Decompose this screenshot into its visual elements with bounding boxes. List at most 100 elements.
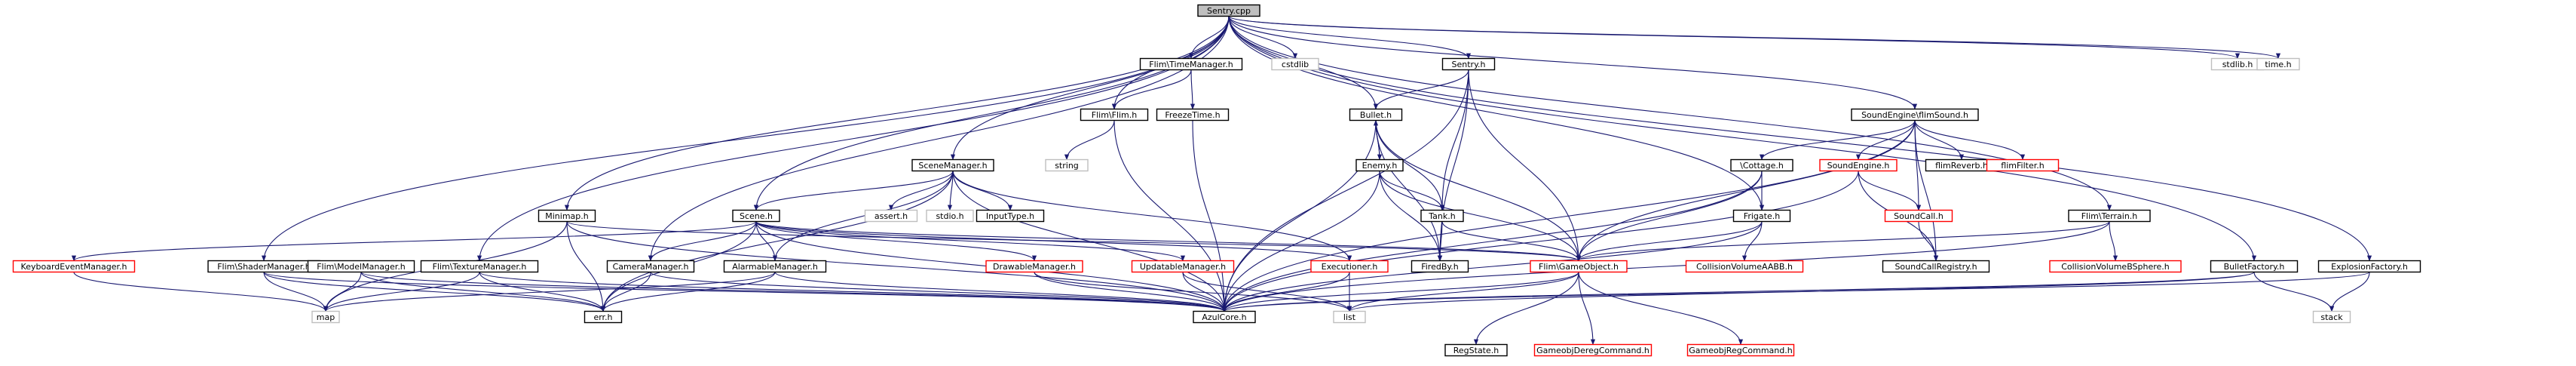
- node-box: [1986, 158, 2060, 172]
- node-explosionfactory[interactable]: ExplosionFactory.h: [2317, 260, 2421, 273]
- node-frigate[interactable]: Frigate.h: [1732, 209, 1791, 223]
- node-label: KeyboardEventManager.h: [21, 262, 127, 272]
- node-flimfilter[interactable]: flimFilter.h: [1986, 158, 2060, 172]
- edge-tank-h-to-firedby: [1437, 221, 1443, 262]
- node-label: assert.h: [874, 211, 908, 221]
- node-box: [1441, 57, 1496, 71]
- node-box: [584, 310, 623, 324]
- node-label: CollisionVolumeBSphere.h: [2061, 262, 2170, 272]
- node-box: [1533, 343, 1652, 357]
- node-soundengine-h[interactable]: SoundEngine.h: [1819, 158, 1898, 172]
- node-scene-h[interactable]: Scene.h: [732, 209, 780, 223]
- edge-sentry-cpp-to-cstdlib: [1228, 16, 1298, 60]
- node-gameobjregcommand[interactable]: GameobjRegCommand.h: [1686, 343, 1795, 357]
- edge-soundengine-flimsound-to-cottage: [1759, 120, 1916, 161]
- node-box: [1156, 108, 1230, 121]
- node-box: [2312, 310, 2351, 324]
- node-box: [606, 260, 695, 273]
- node-keyboardeventmanager[interactable]: KeyboardEventManager.h: [12, 260, 136, 273]
- edge-cameramanager-to-azulcore: [650, 272, 1227, 312]
- node-executioner[interactable]: Executioner.h: [1310, 260, 1389, 273]
- node-collisionvolumeaabb[interactable]: CollisionVolumeAABB.h: [1685, 260, 1804, 273]
- node-cameramanager[interactable]: CameraManager.h: [606, 260, 695, 273]
- edge-sentry-cpp-to-explosionfactory: [1228, 16, 2372, 262]
- edge-scene-h-to-flim-gameobject: [755, 221, 1581, 262]
- node-box: [1310, 260, 1389, 273]
- node-soundcallregistry[interactable]: SoundCallRegistry.h: [1882, 260, 1990, 273]
- edge-bulletfactory-to-azulcore: [1222, 272, 2255, 312]
- edge-enemy-h-to-firedby: [1379, 171, 1443, 262]
- node-stdlib-h[interactable]: stdlib.h: [2210, 57, 2265, 71]
- edge-scene-h-to-alarmablemanager: [755, 221, 778, 262]
- node-flim-modelmanager[interactable]: Flim\ModelManager.h: [307, 260, 415, 273]
- node-flim-timemanager[interactable]: Flim\TimeManager.h: [1139, 57, 1243, 71]
- edge-soundcall-to-soundcallregistry: [1918, 221, 1939, 262]
- edge-scenemanager-to-alarmablemanager: [772, 171, 954, 262]
- node-firedby[interactable]: FiredBy.h: [1411, 260, 1469, 273]
- edge-scene-h-to-keyboardeventmanager: [72, 221, 757, 262]
- node-label: Tank.h: [1428, 211, 1455, 221]
- node-scenemanager[interactable]: SceneManager.h: [911, 158, 994, 172]
- node-drawablemanager[interactable]: DrawableManager.h: [985, 260, 1083, 273]
- edge-soundengine-h-to-azulcore: [1221, 171, 1859, 312]
- node-azulcore[interactable]: AzulCore.h: [1193, 310, 1256, 324]
- edge-soundengine-flimsound-to-flimfilter: [1914, 120, 2026, 161]
- node-flim-terrain[interactable]: Flim\Terrain.h: [2068, 209, 2151, 223]
- node-regstate[interactable]: RegState.h: [1444, 343, 1508, 357]
- edge-scene-h-to-updatablemanager: [755, 221, 1185, 262]
- node-stdio-h[interactable]: stdio.h: [926, 209, 974, 223]
- edge-updatablemanager-to-list: [1182, 272, 1352, 312]
- node-box: [1530, 260, 1628, 273]
- node-label: Flim\TextureManager.h: [433, 262, 527, 272]
- node-flim-shadermanager[interactable]: Flim\ShaderManager.h: [207, 260, 320, 273]
- node-box: [732, 209, 780, 223]
- node-sentry-cpp[interactable]: Sentry.cpp: [1197, 4, 1260, 17]
- node-gameobjderegcommand[interactable]: GameobjDeregCommand.h: [1533, 343, 1652, 357]
- node-list[interactable]: list: [1333, 310, 1366, 324]
- node-freezetime[interactable]: FreezeTime.h: [1156, 108, 1230, 121]
- node-stack[interactable]: stack: [2312, 310, 2351, 324]
- node-updatablemanager[interactable]: UpdatableManager.h: [1131, 260, 1235, 273]
- edge-frigate-to-azulcore: [1222, 221, 1763, 312]
- edge-flim-texturemanager-to-azulcore: [479, 272, 1227, 312]
- node-cottage[interactable]: \Cottage.h: [1730, 158, 1793, 172]
- node-alarmablemanager[interactable]: AlarmableManager.h: [723, 260, 827, 273]
- edge-flim-shadermanager-to-azulcore: [263, 272, 1227, 312]
- node-box: [2210, 260, 2299, 273]
- node-tank-h[interactable]: Tank.h: [1420, 209, 1464, 223]
- node-assert-h[interactable]: assert.h: [864, 209, 918, 223]
- edge-scenemanager-to-err-h: [600, 171, 954, 312]
- edge-alarmablemanager-to-err-h: [600, 272, 776, 312]
- node-bulletfactory[interactable]: BulletFactory.h: [2210, 260, 2299, 273]
- edge-alarmablemanager-to-map: [323, 272, 776, 312]
- edge-scene-h-to-executioner: [755, 221, 1352, 262]
- node-flim-flim[interactable]: Flim\Flim.h: [1080, 108, 1149, 121]
- edge-sentry-h-to-azulcore: [1221, 69, 1469, 312]
- edge-soundengine-flimsound-to-azulcore: [1221, 120, 1916, 312]
- node-enemy-h[interactable]: Enemy.h: [1355, 158, 1404, 172]
- node-box: [1411, 260, 1469, 273]
- node-box: [911, 158, 994, 172]
- node-soundengine-flimsound[interactable]: SoundEngine\flimSound.h: [1851, 108, 1979, 121]
- node-string[interactable]: string: [1045, 158, 1089, 172]
- edge-sentry-h-to-bullet-h: [1373, 69, 1469, 110]
- node-map[interactable]: map: [311, 310, 340, 324]
- node-bullet-h[interactable]: Bullet.h: [1349, 108, 1403, 121]
- node-box: [1045, 158, 1089, 172]
- edge-scenemanager-to-executioner: [952, 171, 1352, 262]
- node-flim-texturemanager[interactable]: Flim\TextureManager.h: [420, 260, 539, 273]
- node-sentry-h[interactable]: Sentry.h: [1441, 57, 1496, 71]
- node-inputtype[interactable]: InputType.h: [976, 209, 1045, 223]
- node-label: Flim\ShaderManager.h: [217, 262, 311, 272]
- node-collisionvolumebsphere[interactable]: CollisionVolumeBSphere.h: [2049, 260, 2182, 273]
- node-box: [864, 209, 918, 223]
- node-cstdlib[interactable]: cstdlib: [1271, 57, 1319, 71]
- node-soundcall[interactable]: SoundCall.h: [1884, 209, 1953, 223]
- node-box: [1333, 310, 1366, 324]
- node-minimap[interactable]: Minimap.h: [538, 209, 596, 223]
- node-time-h[interactable]: time.h: [2256, 57, 2300, 71]
- node-flim-gameobject[interactable]: Flim\GameObject.h: [1530, 260, 1628, 273]
- node-label: flimFilter.h: [2001, 161, 2044, 171]
- node-flimreverb[interactable]: flimReverb.h: [1925, 158, 1999, 172]
- node-err-h[interactable]: err.h: [584, 310, 623, 324]
